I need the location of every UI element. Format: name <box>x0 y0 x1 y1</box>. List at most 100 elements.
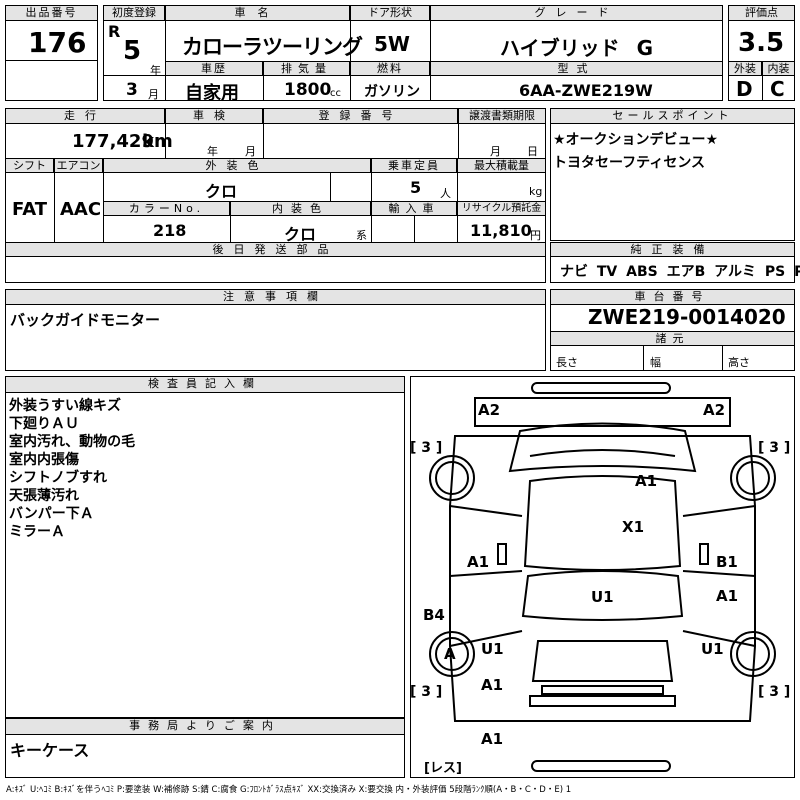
tire-right-top: [ 3 ] <box>758 440 791 456</box>
sales-line-1: ★オークションデビュー★ <box>553 132 719 148</box>
mileage-header: 走行 <box>5 108 165 124</box>
model-code: 6AA-ZWE219W <box>519 81 653 100</box>
office-text: キーケース <box>10 741 90 760</box>
shift-header: シフト <box>5 158 54 173</box>
sales-box <box>550 108 795 241</box>
int-grade: C <box>770 77 785 101</box>
recycle-header: リサイクル預託金 <box>457 201 546 216</box>
damage-mark: X1 <box>622 518 645 536</box>
mileage-unit: km <box>142 131 173 152</box>
ac-header: エアコン <box>54 158 103 173</box>
inspector-line: 天張薄汚れ <box>9 488 79 504</box>
tire-right-bottom: [ 3 ] <box>758 684 791 700</box>
reg-year-unit: 年 <box>150 64 161 77</box>
era: R <box>108 22 121 41</box>
mileage: 177,429 <box>72 131 154 152</box>
inspector-line: ミラーＡ <box>9 524 65 540</box>
disp-unit: cc <box>330 88 341 99</box>
inspector-line: 外装うすい線キズ <box>9 398 121 414</box>
later-header: 後日発送部品 <box>5 242 546 257</box>
interior-color: クロ <box>284 225 317 244</box>
ext-header: 外装 <box>728 61 762 76</box>
recycle-unit: 円 <box>530 229 541 242</box>
notes-header: 注意事項欄 <box>5 289 546 305</box>
reg-month: 3 <box>126 80 138 100</box>
damage-mark: A2 <box>703 401 726 419</box>
inspector-header: 検査員記入欄 <box>5 376 405 393</box>
inspector-line: シフトノブすれ <box>9 470 107 486</box>
damage-mark: A1 <box>481 676 504 694</box>
intcolor-header: 内装色 <box>230 201 371 216</box>
color-number: 218 <box>153 221 187 240</box>
damage-mark: U1 <box>481 640 504 658</box>
damage-mark: U1 <box>701 640 724 658</box>
tr-month-unit: 月 <box>490 145 501 158</box>
capacity-unit: 人 <box>440 187 451 200</box>
car-diagram-box <box>410 376 795 778</box>
damage-mark: A1 <box>635 472 658 490</box>
sales-line-2: トヨタセーフティセンス <box>553 155 706 171</box>
damage-mark: U1 <box>591 588 614 606</box>
inspector-line: 室内内張傷 <box>9 452 79 468</box>
transfer-header: 譲渡書類期限 <box>458 108 546 124</box>
insp-year-unit: 年 <box>207 145 218 158</box>
lot-header: 出品番号 <box>5 5 98 21</box>
notes-text: バックガイドモニター <box>10 311 161 329</box>
displacement: 1800 <box>284 80 332 100</box>
int-header: 内装 <box>762 61 795 76</box>
insp-month-unit: 月 <box>245 145 256 158</box>
load-unit: kg <box>529 185 543 198</box>
name-header: 車名 <box>165 5 350 21</box>
regno-header: 登録番号 <box>263 108 458 124</box>
score-header: 評価点 <box>728 5 795 21</box>
legend: A:ｷｽﾞ U:ﾍｺﾐ B:ｷｽﾞを伴うﾍｺﾐ P:要塗装 W:補修跡 S:錆 … <box>6 785 572 795</box>
door-type: 5W <box>374 32 410 56</box>
inspector-line: 下廻りＡＵ <box>9 416 79 432</box>
lot-number: 176 <box>28 26 87 59</box>
damage-mark: A1 <box>481 730 504 748</box>
chassis-header: 車台番号 <box>550 289 795 305</box>
tr-day-unit: 日 <box>527 145 538 158</box>
spec-width: 幅 <box>650 356 661 369</box>
import-header: 輸入車 <box>371 201 457 216</box>
office-header: 事務局よりご案内 <box>5 718 405 735</box>
model-header: 型式 <box>430 61 723 76</box>
door-header: ドア形状 <box>350 5 430 21</box>
shift: FAT <box>12 199 48 220</box>
grade: ハイブリッド G <box>500 36 653 60</box>
equipment-list: ナビ TV ABS エアB アルミ PS PW <box>560 264 800 280</box>
history-header: 車歴 <box>165 61 263 76</box>
ac: AAC <box>60 199 102 220</box>
damage-mark: B1 <box>716 553 738 571</box>
car-diagram <box>429 382 776 772</box>
reg-header: 初度登録 <box>103 5 165 21</box>
score: 3.5 <box>738 28 785 58</box>
spare-tire: [レス] <box>424 761 462 776</box>
disp-header: 排気量 <box>263 61 350 76</box>
load-header: 最大積載量 <box>457 158 546 173</box>
tire-left-top: [ 3 ] <box>410 440 443 456</box>
fuel: ガソリン <box>364 84 420 100</box>
history: 自家用 <box>185 83 239 104</box>
inspector-line: 室内汚れ、動物の毛 <box>9 434 136 450</box>
fuel-header: 燃料 <box>350 61 430 76</box>
chassis-number: ZWE219-0014020 <box>588 305 786 329</box>
reg-year: 5 <box>123 36 142 66</box>
damage-mark: A <box>444 645 456 663</box>
tire-left-bottom: [ 3 ] <box>410 684 443 700</box>
damage-mark: B4 <box>423 606 445 624</box>
reg-month-unit: 月 <box>148 88 159 101</box>
inspection-header: 車検 <box>165 108 263 124</box>
damage-mark: A1 <box>716 587 739 605</box>
intcolor-unit: 系 <box>356 229 367 242</box>
grade-header: グレード <box>430 5 723 21</box>
capacity-header: 乗車定員 <box>371 158 457 173</box>
exterior-color: クロ <box>205 182 238 201</box>
inspector-line: バンパー下Ａ <box>9 506 94 522</box>
spec-length: 長さ <box>556 356 578 369</box>
damage-mark: A2 <box>478 401 501 419</box>
ext-grade: D <box>736 77 753 101</box>
spec-header: 諸元 <box>550 331 795 346</box>
colorno-header: カラーNo. <box>103 201 230 216</box>
sales-header: セールスポイント <box>550 108 795 124</box>
